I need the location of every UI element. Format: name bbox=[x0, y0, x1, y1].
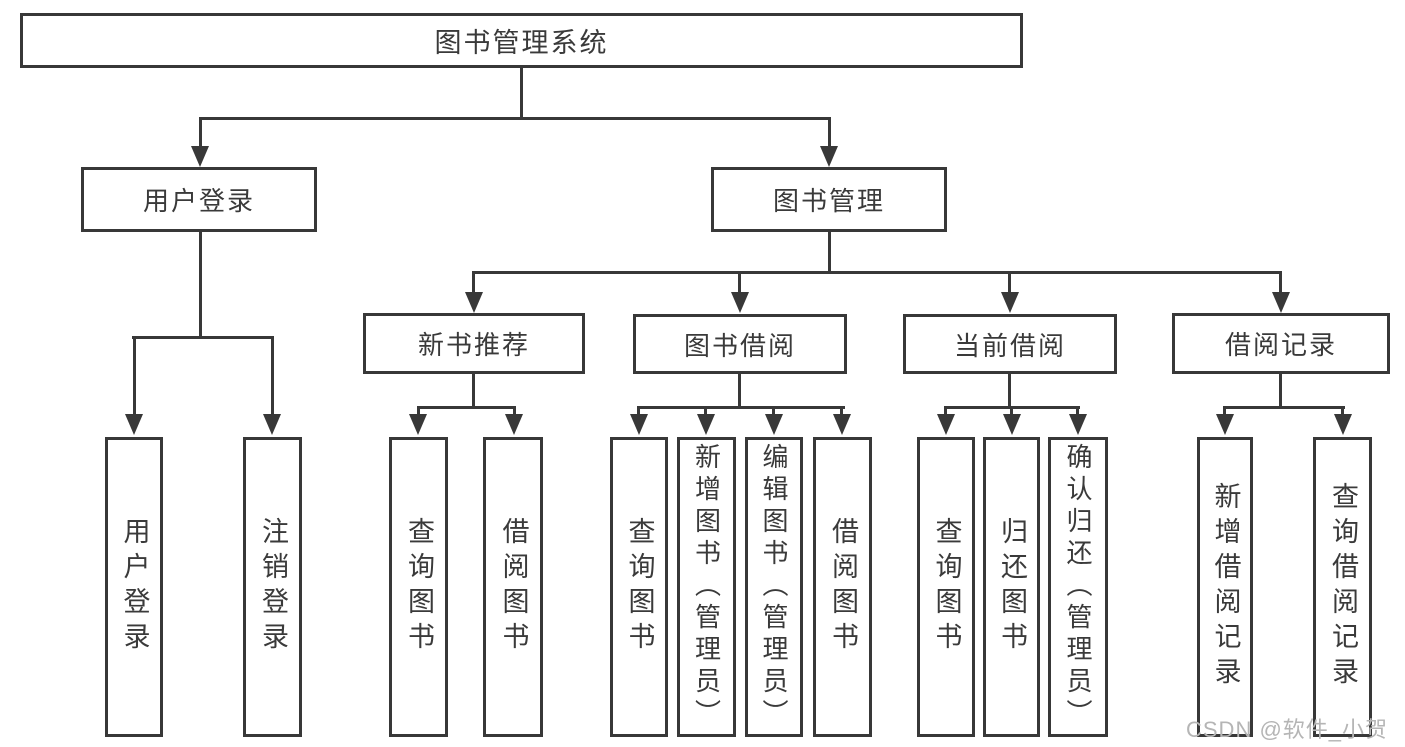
leaf-borrow-books: 借阅图书 bbox=[813, 437, 872, 737]
leaf-label: 借阅图书 bbox=[498, 517, 529, 657]
connector-line bbox=[738, 374, 741, 409]
connector-line bbox=[772, 407, 775, 416]
connector-line bbox=[944, 407, 947, 416]
leaf-label: 编辑图书（管理员） bbox=[759, 443, 789, 731]
arrow-down-icon bbox=[409, 414, 427, 435]
connector-line bbox=[637, 407, 640, 416]
connector-line bbox=[704, 407, 707, 416]
arrow-down-icon bbox=[937, 414, 955, 435]
connector-line bbox=[1223, 407, 1226, 416]
connector-line bbox=[417, 406, 516, 409]
arrow-down-icon bbox=[1069, 414, 1087, 435]
leaf-user-login: 用户登录 bbox=[105, 437, 163, 737]
leaf-query-books-borrow: 查询图书 bbox=[610, 437, 668, 737]
leaf-borrow-books-recommend: 借阅图书 bbox=[483, 437, 543, 737]
leaf-label: 确认归还（管理员） bbox=[1063, 443, 1093, 731]
arrow-down-icon bbox=[833, 414, 851, 435]
connector-line bbox=[1279, 272, 1282, 294]
arrow-down-icon bbox=[697, 414, 715, 435]
connector-line bbox=[199, 117, 831, 120]
leaf-logout: 注销登录 bbox=[243, 437, 302, 737]
arrow-down-icon bbox=[1334, 414, 1352, 435]
node-library-management-system: 图书管理系统 bbox=[20, 13, 1023, 68]
arrow-down-icon bbox=[191, 146, 209, 167]
leaf-query-borrow-record: 查询借阅记录 bbox=[1313, 437, 1372, 737]
arrow-down-icon bbox=[125, 414, 143, 435]
node-book-borrow: 图书借阅 bbox=[633, 314, 847, 374]
connector-line bbox=[1223, 406, 1345, 409]
connector-line bbox=[472, 272, 475, 294]
leaf-add-books-admin: 新增图书（管理员） bbox=[677, 437, 736, 737]
leaf-edit-books-admin: 编辑图书（管理员） bbox=[745, 437, 803, 737]
connector-line bbox=[520, 68, 523, 118]
leaf-label: 新增借阅记录 bbox=[1210, 482, 1241, 692]
node-borrow-record: 借阅记录 bbox=[1172, 313, 1390, 374]
connector-line bbox=[417, 407, 420, 416]
connector-line bbox=[1076, 407, 1079, 416]
leaf-label: 查询图书 bbox=[931, 517, 962, 657]
leaf-label: 新增图书（管理员） bbox=[691, 443, 722, 731]
node-label: 图书借阅 bbox=[683, 330, 796, 361]
connector-line bbox=[271, 337, 274, 416]
arrow-down-icon bbox=[765, 414, 783, 435]
connector-line bbox=[199, 232, 202, 339]
connector-line bbox=[132, 336, 274, 339]
connector-line bbox=[133, 337, 136, 416]
node-current-borrow: 当前借阅 bbox=[903, 314, 1117, 374]
connector-line bbox=[1008, 374, 1011, 409]
connector-line bbox=[472, 374, 475, 409]
node-label: 新书推荐 bbox=[417, 330, 530, 360]
leaf-label: 查询图书 bbox=[624, 517, 655, 657]
arrow-down-icon bbox=[820, 146, 838, 167]
connector-line bbox=[1341, 407, 1344, 416]
arrow-down-icon bbox=[1003, 414, 1021, 435]
arrow-down-icon bbox=[630, 414, 648, 435]
node-label: 用户登录 bbox=[142, 186, 255, 216]
arrow-down-icon bbox=[1216, 414, 1234, 435]
leaf-confirm-return-admin: 确认归还（管理员） bbox=[1048, 437, 1108, 737]
arrow-down-icon bbox=[465, 292, 483, 313]
connector-line bbox=[840, 407, 843, 416]
connector-line bbox=[828, 232, 831, 274]
connector-line bbox=[1008, 272, 1011, 294]
leaf-label: 注销登录 bbox=[258, 517, 288, 657]
connector-line bbox=[513, 407, 516, 416]
leaf-return-books: 归还图书 bbox=[983, 437, 1040, 737]
node-book-management: 图书管理 bbox=[711, 167, 947, 232]
arrow-down-icon bbox=[1272, 292, 1290, 313]
connector-line bbox=[1279, 374, 1282, 409]
connector-line bbox=[199, 118, 202, 149]
node-new-book-recommend: 新书推荐 bbox=[363, 313, 585, 374]
leaf-label: 借阅图书 bbox=[828, 517, 858, 657]
node-user-login: 用户登录 bbox=[81, 167, 317, 232]
csdn-watermark: CSDN @软件_小贺同学 bbox=[1186, 717, 1389, 742]
node-label: 当前借阅 bbox=[953, 330, 1066, 361]
connector-line bbox=[472, 271, 1282, 274]
leaf-label: 用户登录 bbox=[119, 517, 150, 657]
node-label: 图书管理系统 bbox=[434, 28, 609, 58]
leaf-label: 归还图书 bbox=[997, 517, 1027, 657]
connector-line bbox=[738, 272, 741, 294]
connector-line bbox=[828, 118, 831, 149]
arrow-down-icon bbox=[1001, 292, 1019, 313]
leaf-query-books-recommend: 查询图书 bbox=[389, 437, 448, 737]
leaf-label: 查询借阅记录 bbox=[1328, 482, 1358, 692]
leaf-label: 查询图书 bbox=[404, 517, 434, 657]
arrow-down-icon bbox=[731, 292, 749, 313]
connector-line bbox=[637, 406, 845, 409]
arrow-down-icon bbox=[505, 414, 523, 435]
leaf-query-books-current: 查询图书 bbox=[917, 437, 975, 737]
leaf-add-borrow-record: 新增借阅记录 bbox=[1197, 437, 1253, 737]
connector-line bbox=[1010, 407, 1013, 416]
node-label: 借阅记录 bbox=[1224, 330, 1337, 360]
arrow-down-icon bbox=[263, 414, 281, 435]
node-label: 图书管理 bbox=[772, 186, 885, 216]
